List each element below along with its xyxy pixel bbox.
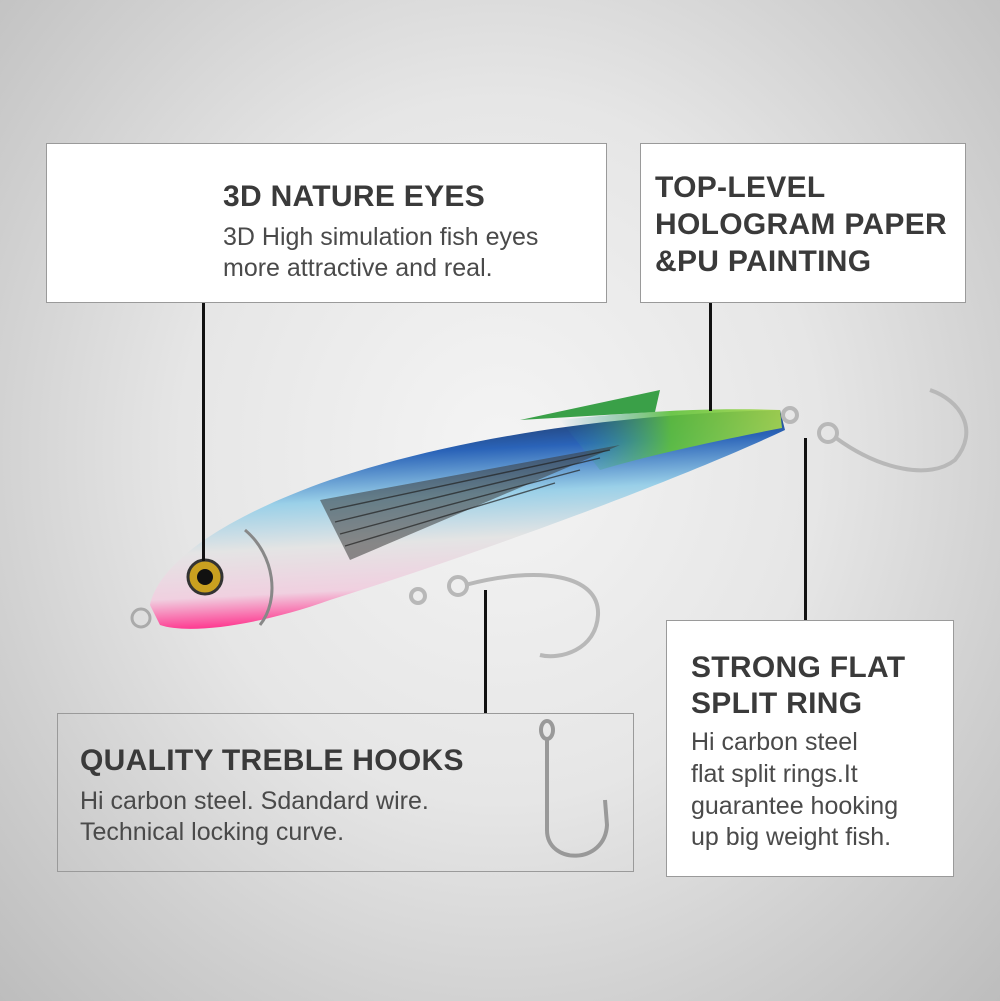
connector-line [202, 303, 205, 561]
feature-title: 3D NATURE EYES [223, 180, 486, 213]
feature-title: TOP-LEVEL [655, 171, 826, 204]
lure-body [150, 410, 785, 629]
lure-dorsal-fin [520, 390, 660, 420]
connector-line [484, 590, 487, 713]
feature-text: 3D High simulation fish eyes [223, 223, 539, 251]
feature-text: flat split rings.It [691, 760, 858, 788]
tail-hook [781, 388, 969, 473]
feature-box-hooks: QUALITY TREBLE HOOKS Hi carbon steel. Sd… [57, 713, 634, 872]
feature-text: Hi carbon steel [691, 728, 858, 756]
feature-text: Hi carbon steel. Sdandard wire. [80, 787, 429, 815]
feature-text: guarantee hooking [691, 792, 899, 820]
belly-hook [409, 573, 601, 659]
connector-line [709, 303, 712, 411]
feature-text: Technical locking curve. [80, 818, 345, 846]
feature-box-split-ring: STRONG FLAT SPLIT RING Hi carbon steel f… [666, 620, 954, 877]
feature-title: &PU PAINTING [655, 245, 872, 278]
feature-title: SPLIT RING [691, 687, 863, 720]
feature-title: HOLOGRAM PAPER [655, 208, 947, 241]
feature-title: STRONG FLAT [691, 651, 906, 684]
feature-text: more attractive and real. [223, 254, 493, 282]
feature-box-eyes: 3D NATURE EYES 3D High simulation fish e… [46, 143, 607, 303]
connector-line [804, 438, 807, 620]
feature-title: QUALITY TREBLE HOOKS [80, 744, 464, 777]
hook-icon [539, 719, 610, 858]
feature-box-hologram: TOP-LEVEL HOLOGRAM PAPER &PU PAINTING [640, 143, 966, 303]
feature-text: up big weight fish. [691, 823, 892, 851]
